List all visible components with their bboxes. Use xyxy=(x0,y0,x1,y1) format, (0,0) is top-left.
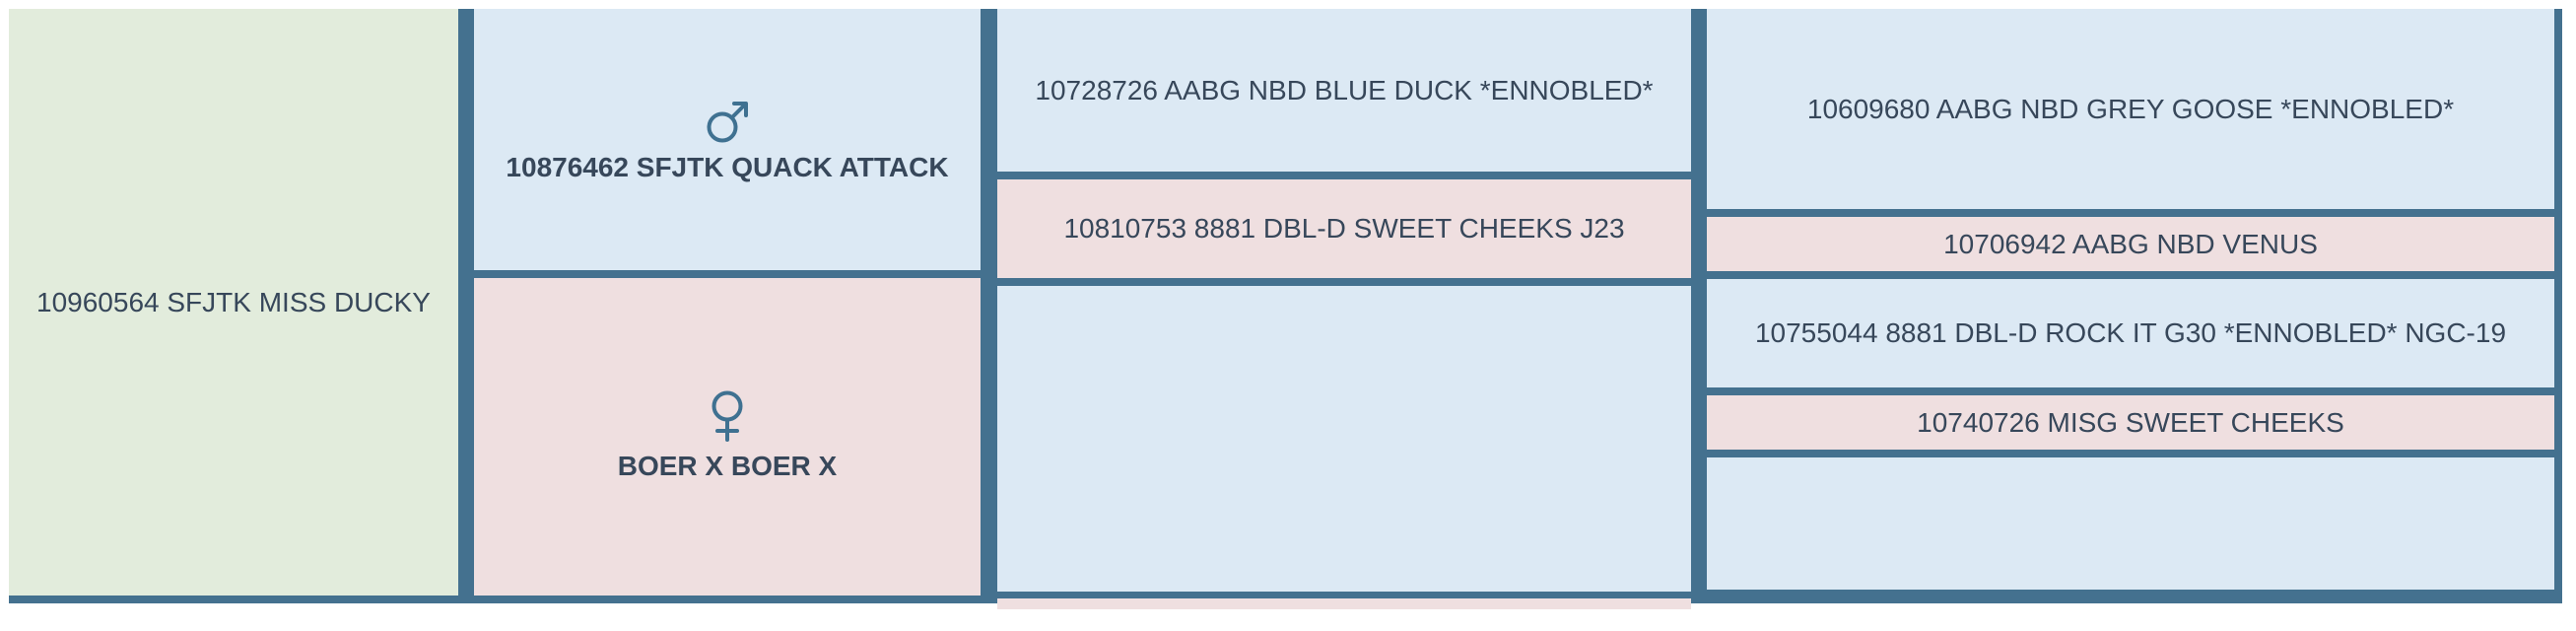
pedigree-column-great-grandparents: 10609680 AABG NBD GREY GOOSE *ENNOBLED* … xyxy=(1699,9,2562,603)
pedigree-cell-label: BOER X BOER X xyxy=(617,451,838,482)
pedigree-cell-label: 10810753 8881 DBL-D SWEET CHEEKS J23 xyxy=(1063,213,1625,245)
pedigree-cell-sire[interactable]: 10876462 SFJTK QUACK ATTACK xyxy=(474,9,981,270)
female-symbol-icon xyxy=(706,388,749,444)
pedigree-cell-label: 10728726 AABG NBD BLUE DUCK *ENNOBLED* xyxy=(1035,74,1654,105)
pedigree-cell-label: 10706942 AABG NBD VENUS xyxy=(1943,228,2318,259)
pedigree-cell-ds-sire[interactable] xyxy=(1707,457,2554,590)
pedigree-cell-label: 10876462 SFJTK QUACK ATTACK xyxy=(506,151,949,182)
pedigree-cell-ss-sire[interactable]: 10609680 AABG NBD GREY GOOSE *ENNOBLED* xyxy=(1707,9,2554,209)
pedigree-cell-sire-dam[interactable]: 10810753 8881 DBL-D SWEET CHEEKS J23 xyxy=(997,179,1691,278)
pedigree-grid: 10960564 SFJTK MISS DUCKY 10876462 SFJTK… xyxy=(9,9,2562,609)
pedigree-cell-dam-dam[interactable] xyxy=(997,598,1691,609)
pedigree-cell-sd-sire[interactable]: 10755044 8881 DBL-D ROCK IT G30 *ENNOBLE… xyxy=(1707,279,2554,387)
pedigree-cell-sire-sire[interactable]: 10728726 AABG NBD BLUE DUCK *ENNOBLED* xyxy=(997,9,1691,172)
pedigree-cell-label: 10740726 MISG SWEET CHEEKS xyxy=(1917,406,2344,438)
pedigree-cell-label: 10755044 8881 DBL-D ROCK IT G30 *ENNOBLE… xyxy=(1754,317,2507,349)
pedigree-cell-dam[interactable]: BOER X BOER X xyxy=(474,278,981,596)
pedigree-column-parents: 10876462 SFJTK QUACK ATTACK BOER X BOER … xyxy=(466,9,988,603)
pedigree-cell-ss-dam[interactable]: 10706942 AABG NBD VENUS xyxy=(1707,217,2554,271)
pedigree-cell-label: 10609680 AABG NBD GREY GOOSE *ENNOBLED* xyxy=(1806,93,2455,124)
pedigree-cell-dam-sire[interactable] xyxy=(997,286,1691,592)
male-symbol-icon xyxy=(705,94,750,145)
pedigree-cell-subject[interactable]: 10960564 SFJTK MISS DUCKY xyxy=(9,9,458,596)
pedigree-column-subject: 10960564 SFJTK MISS DUCKY xyxy=(9,9,466,603)
pedigree-cell-label: 10960564 SFJTK MISS DUCKY xyxy=(36,286,431,317)
pedigree-cell-sd-dam[interactable]: 10740726 MISG SWEET CHEEKS xyxy=(1707,395,2554,450)
pedigree-column-grandparents: 10728726 AABG NBD BLUE DUCK *ENNOBLED* 1… xyxy=(988,9,1699,609)
